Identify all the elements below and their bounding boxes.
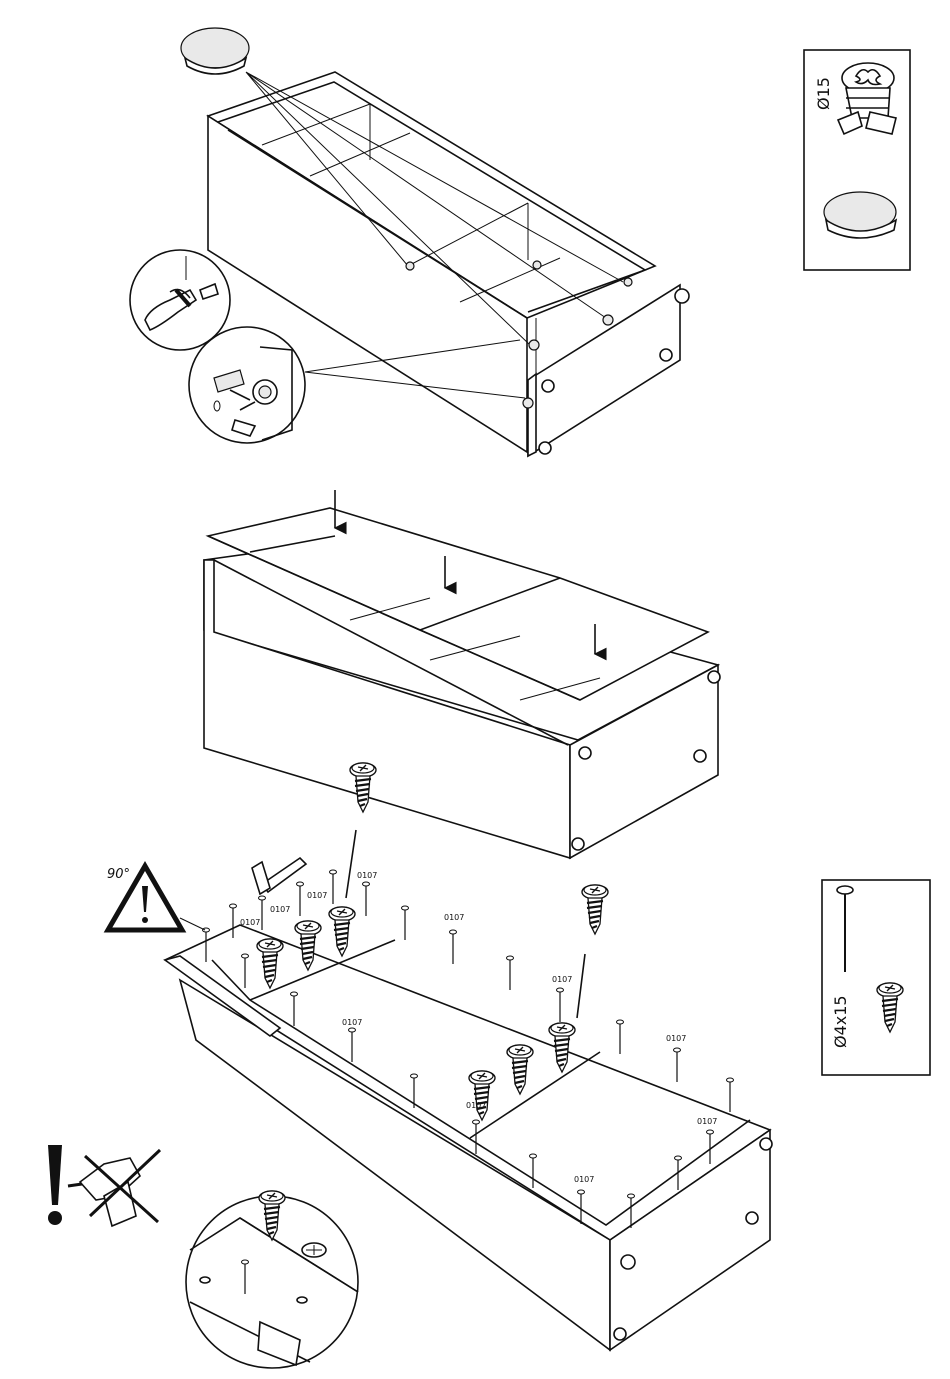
part-code: 0107	[342, 1018, 362, 1027]
step-1-frame	[130, 28, 689, 456]
part-code: 0107	[466, 1101, 486, 1110]
cam-parts-box: Ø15	[804, 50, 910, 270]
cover-cap-top	[181, 28, 249, 74]
cam-lock-icon	[838, 63, 896, 134]
part-code: 0107	[444, 913, 464, 922]
hammer-icon	[252, 858, 306, 894]
crossed-drill-icon	[68, 1150, 160, 1226]
detail-screwdriver-circle	[130, 250, 230, 350]
part-code: 0107	[357, 871, 377, 880]
detail-cam-lock-circle	[189, 327, 305, 443]
nail-size-label: Ø4x15	[831, 995, 850, 1048]
part-code: 0107	[270, 905, 290, 914]
nail-parts-box: Ø4x15	[822, 880, 930, 1075]
part-code: 0107	[666, 1034, 686, 1043]
exclamation-icon	[48, 1145, 62, 1225]
step-2-back-panel	[204, 490, 720, 858]
angle-label: 90°	[107, 867, 130, 882]
part-code: 0107	[574, 1175, 594, 1184]
part-code: 0107	[552, 975, 572, 984]
part-code: 0107	[697, 1117, 717, 1126]
detail-nail-circle	[186, 1191, 358, 1368]
part-code: 0107	[307, 891, 327, 900]
cover-cap-icon	[824, 192, 896, 238]
cam-diameter-label: Ø15	[814, 77, 833, 110]
part-code: 0107	[240, 918, 260, 927]
